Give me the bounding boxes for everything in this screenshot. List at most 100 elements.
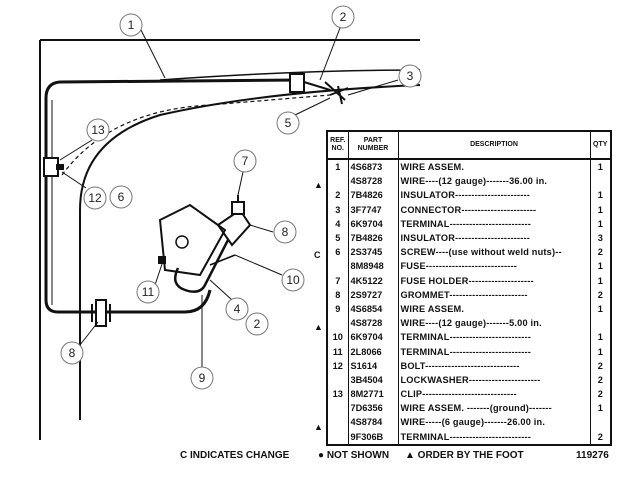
ref-cell: 9 <box>328 301 349 317</box>
part-number-cell: 4S6854 <box>348 301 399 317</box>
qty-cell: 2 <box>597 289 603 300</box>
svg-text:1: 1 <box>128 18 135 32</box>
qty-cell: 1 <box>597 303 603 314</box>
callout-2-top: 2 <box>319 5 355 81</box>
ref-cell: 3 <box>328 202 349 217</box>
description-cell: FUSE---------------------------- <box>398 259 591 274</box>
description-cell: CLIP----------------------------- <box>398 387 591 402</box>
description-cell: WIRE ASSEM. <box>398 159 591 175</box>
callout-6: 6 <box>109 185 133 209</box>
description-cell: INSULATOR----------------------- <box>398 230 591 246</box>
part-number-cell: 4S8728 <box>348 316 399 331</box>
insulator-shape <box>324 81 349 105</box>
callout-5: 5 <box>276 97 331 135</box>
by-foot-marker-3: ▲ <box>314 422 323 432</box>
callout-12: 12 <box>61 171 107 210</box>
change-marker-c: C <box>314 250 321 260</box>
callout-10: 10 <box>234 254 305 292</box>
qty-cell <box>590 174 610 188</box>
part-number-cell: 4S8728 <box>348 174 399 189</box>
ref-cell <box>328 415 349 430</box>
table-header-row: REF. NO. PART NUMBER DESCRIPTION QTY <box>328 132 610 160</box>
callout-7: 7 <box>233 149 257 196</box>
part-number-cell: 7D6356 <box>348 401 399 416</box>
description-cell: TERMINAL------------------------- <box>398 344 591 359</box>
description-cell: GROMMET------------------------ <box>398 287 591 302</box>
part-number-cell: 7B4826 <box>348 230 399 246</box>
qty-cell: 1 <box>597 204 603 215</box>
description-cell: WIRE-----(6 gauge)-------26.00 in. <box>398 415 591 430</box>
description-cell: WIRE ASSEM. <box>398 301 591 317</box>
callout-2-lower: 2 <box>245 312 269 336</box>
part-number-cell: 8M8948 <box>348 259 399 274</box>
description-cell: INSULATOR----------------------- <box>398 188 591 203</box>
by-foot-marker-1: ▲ <box>314 180 323 190</box>
ref-cell: 12 <box>328 358 349 373</box>
part-number-cell: 4K5122 <box>348 273 399 288</box>
qty-cell: 1 <box>597 190 603 201</box>
ref-header: REF. NO. <box>328 132 349 160</box>
qty-cell: 1 <box>597 332 603 343</box>
not-shown-legend: ● NOT SHOWN <box>318 450 390 461</box>
description-cell: BOLT----------------------------- <box>398 358 591 373</box>
ref-cell <box>328 174 349 189</box>
fuse-wire <box>173 239 230 293</box>
part-number-cell: 4S8784 <box>348 415 399 430</box>
svg-text:8: 8 <box>282 225 289 239</box>
callout-3: 3 <box>347 64 422 96</box>
part-number-cell: 2S3745 <box>348 245 399 260</box>
description-cell: SCREW----(use without weld nuts)-- <box>398 245 591 260</box>
qty-header: QTY <box>590 132 610 160</box>
qty-cell: 2 <box>597 431 603 442</box>
change-legend: C INDICATES CHANGE <box>180 450 290 461</box>
svg-text:5: 5 <box>285 116 292 130</box>
ref-cell: 7 <box>328 273 349 288</box>
qty-cell: 3 <box>597 233 603 244</box>
qty-cell: 2 <box>597 360 603 371</box>
description-cell: WIRE----(12 gauge)-------36.00 in. <box>398 174 591 189</box>
ref-cell: 10 <box>328 330 349 345</box>
svg-text:3: 3 <box>407 69 414 83</box>
qty-cell: 1 <box>597 261 603 272</box>
svg-text:9: 9 <box>199 371 206 385</box>
qty-cell <box>590 316 610 330</box>
part-number-cell: 3B4504 <box>348 372 399 387</box>
part-number-cell: 4S6873 <box>348 159 399 175</box>
qty-cell: 1 <box>597 218 603 229</box>
description-cell: TERMINAL------------------------- <box>398 216 591 231</box>
callout-13: 13 <box>59 118 110 161</box>
footer-legend: C INDICATES CHANGE ● NOT SHOWN ▲ ORDER B… <box>0 450 624 468</box>
description-cell: CONNECTOR----------------------- <box>398 202 591 217</box>
svg-text:6: 6 <box>118 190 125 204</box>
ref-cell: 2 <box>328 188 349 203</box>
callout-8-left: 8 <box>60 321 99 365</box>
ref-cell: 11 <box>328 344 349 359</box>
svg-text:7: 7 <box>242 154 249 168</box>
frame-line-upper <box>159 69 421 81</box>
svg-text:11: 11 <box>142 285 155 299</box>
part-number-cell: 6K9704 <box>348 330 399 345</box>
ref-cell: 5 <box>328 230 349 246</box>
part-number-cell: 6K9704 <box>348 216 399 231</box>
callout-9: 9 <box>190 295 214 390</box>
svg-text:2: 2 <box>340 10 347 24</box>
dashed-ground-wire <box>61 94 331 176</box>
ref-cell <box>328 316 349 331</box>
qty-cell: 1 <box>597 403 603 414</box>
description-cell: LOCKWASHER---------------------- <box>398 372 591 387</box>
part-number-header: PART NUMBER <box>348 132 399 160</box>
ref-cell: 4 <box>328 216 349 231</box>
